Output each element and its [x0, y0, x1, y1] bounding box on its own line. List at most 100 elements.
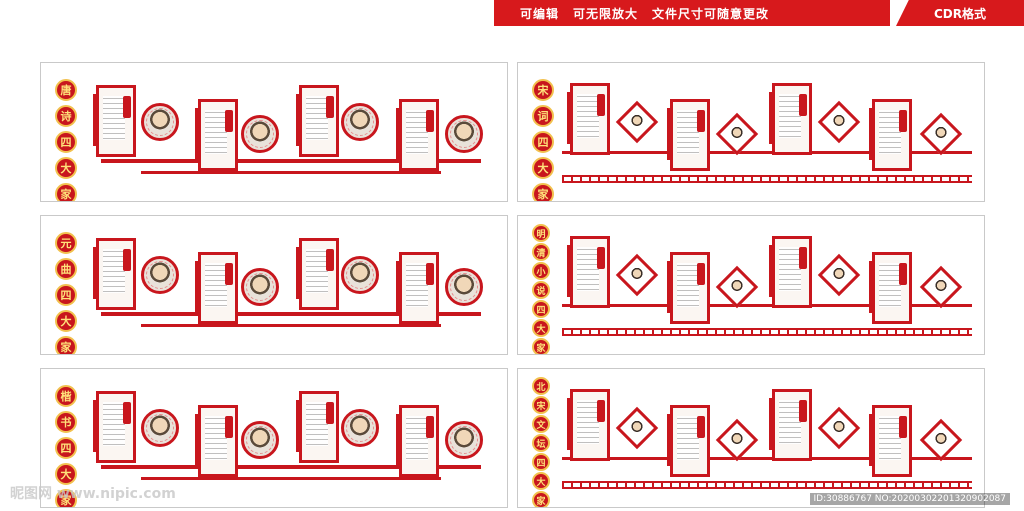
decor-rail [141, 171, 441, 174]
title-char: 家 [55, 489, 77, 507]
bio-card [93, 238, 136, 310]
bio-card [396, 99, 439, 171]
decor-rail [562, 457, 972, 460]
bio-card [769, 236, 812, 308]
panel-title: 元 曲 四 大 家 [55, 232, 79, 354]
title-char: 大 [532, 157, 554, 179]
portrait-icon [141, 409, 179, 447]
panel-title: 楷 书 四 大 家 [55, 385, 79, 507]
bio-card [667, 405, 710, 477]
panel-tang-poets: 唐 诗 四 大 家 [40, 62, 508, 202]
portrait-icon [919, 112, 963, 156]
portrait-icon [341, 103, 379, 141]
fret-border [562, 328, 972, 336]
bio-card [296, 238, 339, 310]
title-char: 书 [55, 411, 77, 433]
portrait-icon [919, 265, 963, 309]
banner-resizable: 文件尺寸可随意更改 [652, 6, 770, 21]
portrait-icon [445, 268, 483, 306]
portrait-icon [141, 256, 179, 294]
bio-card [93, 391, 136, 463]
fret-border [562, 481, 972, 489]
bio-card [396, 405, 439, 477]
title-char: 家 [55, 183, 77, 201]
bio-card [869, 405, 912, 477]
banner-format: CDR格式 [933, 6, 986, 21]
title-char: 大 [532, 472, 550, 490]
banner-scalable: 可无限放大 [573, 6, 639, 21]
decor-rail [101, 465, 481, 469]
bio-card [667, 99, 710, 171]
bio-card [296, 391, 339, 463]
title-char: 说 [532, 281, 550, 299]
watermark-id: ID:30886767 NO:20200302201320902087 [809, 493, 1010, 505]
title-char: 大 [55, 310, 77, 332]
title-char: 大 [55, 157, 77, 179]
title-char: 元 [55, 232, 77, 254]
portrait-icon [341, 256, 379, 294]
portrait-icon [817, 406, 861, 450]
portrait-icon [241, 421, 279, 459]
title-char: 明 [532, 224, 550, 242]
title-char: 北 [532, 377, 550, 395]
panel-mingqing-novels: 明 清 小 说 四 大 家 [517, 215, 985, 355]
panel-yuan-qu: 元 曲 四 大 家 [40, 215, 508, 355]
title-char: 诗 [55, 105, 77, 127]
portrait-icon [615, 406, 659, 450]
panel-title: 明 清 小 说 四 大 家 [532, 224, 556, 354]
bio-card [195, 405, 238, 477]
bio-card [396, 252, 439, 324]
fret-border [562, 175, 972, 183]
portrait-icon [341, 409, 379, 447]
bio-card [769, 389, 812, 461]
format-banner: CDR格式 [896, 0, 1024, 26]
title-char: 小 [532, 262, 550, 280]
decor-rail [562, 304, 972, 307]
bio-card [567, 389, 610, 461]
portrait-icon [715, 418, 759, 462]
title-char: 家 [532, 183, 554, 201]
decor-rail [562, 151, 972, 154]
portrait-icon [817, 100, 861, 144]
portrait-icon [715, 112, 759, 156]
feature-banner: 可编辑 可无限放大 文件尺寸可随意更改 [494, 0, 890, 26]
title-char: 曲 [55, 258, 77, 280]
panel-song-ci: 宋 词 四 大 家 [517, 62, 985, 202]
watermark-logo: 昵图网 www.nipic.com [10, 486, 176, 502]
title-char: 四 [532, 300, 550, 318]
title-char: 家 [532, 491, 550, 507]
title-char: 家 [532, 338, 550, 354]
portrait-icon [241, 115, 279, 153]
decor-rail [101, 159, 481, 163]
title-char: 四 [55, 437, 77, 459]
panel-title: 北 宋 文 坛 四 大 家 [532, 377, 556, 507]
title-char: 四 [55, 284, 77, 306]
panel-beisong-literati: 北 宋 文 坛 四 大 家 [517, 368, 985, 508]
title-char: 四 [532, 131, 554, 153]
title-char: 楷 [55, 385, 77, 407]
bio-card [567, 236, 610, 308]
portrait-icon [817, 253, 861, 297]
panel-title: 宋 词 四 大 家 [532, 79, 556, 201]
bio-card [93, 85, 136, 157]
panel-kaishu-calligraphers: 楷 书 四 大 家 [40, 368, 508, 508]
bio-card [195, 252, 238, 324]
title-char: 唐 [55, 79, 77, 101]
banner-editable: 可编辑 [520, 6, 560, 21]
portrait-icon [445, 115, 483, 153]
title-char: 四 [532, 453, 550, 471]
title-char: 文 [532, 415, 550, 433]
decor-rail [141, 477, 441, 480]
portrait-icon [919, 418, 963, 462]
bio-card [567, 83, 610, 155]
decor-rail [141, 324, 441, 327]
title-char: 宋 [532, 396, 550, 414]
bio-card [195, 99, 238, 171]
portrait-icon [241, 268, 279, 306]
portrait-icon [141, 103, 179, 141]
portrait-icon [615, 253, 659, 297]
portrait-icon [615, 100, 659, 144]
bio-card [869, 99, 912, 171]
title-char: 词 [532, 105, 554, 127]
bio-card [769, 83, 812, 155]
